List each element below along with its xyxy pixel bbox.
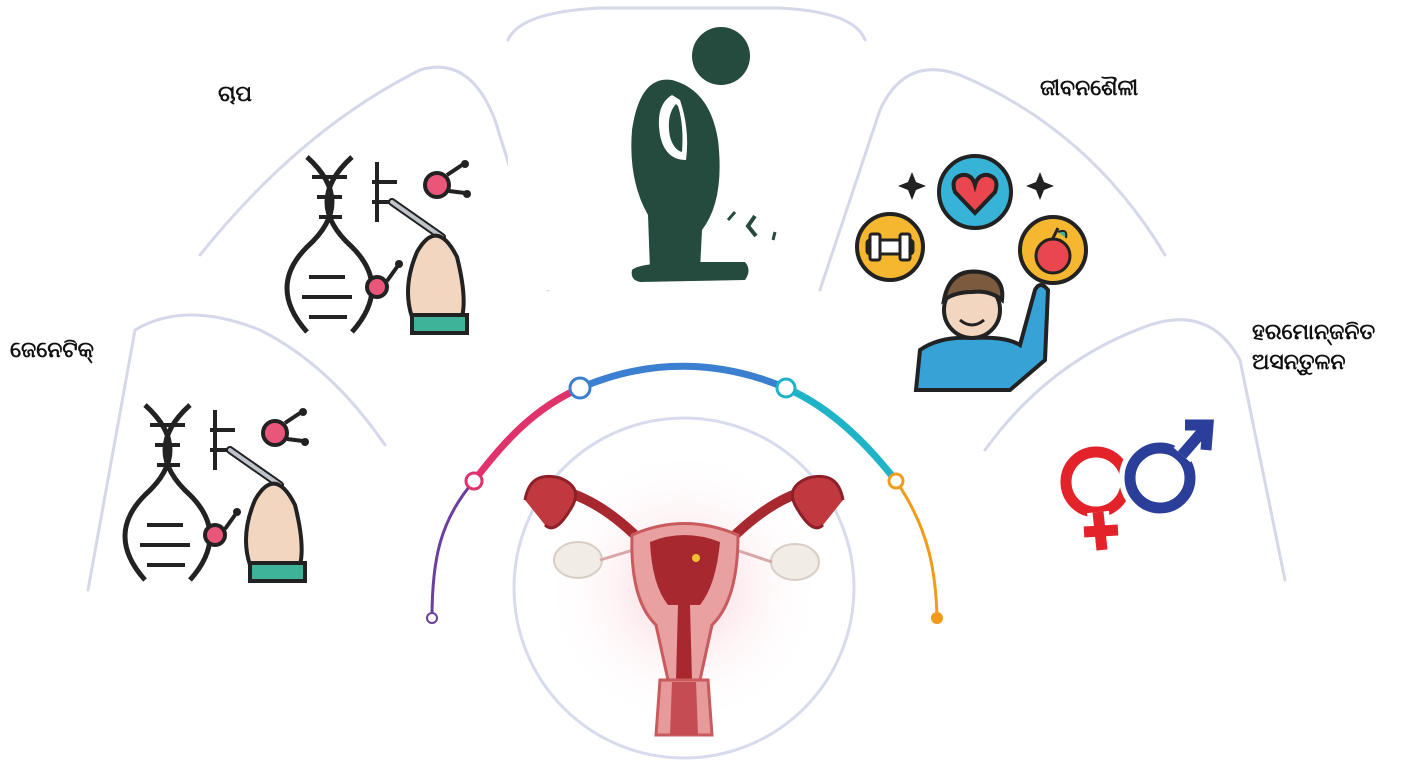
arc-node-start [427,613,437,623]
label-genetic: ଜେନେଟିକ୍ [10,336,94,366]
arc-node-orange [889,474,903,488]
arc-node-teal [777,379,795,397]
label-lifestyle: ଜୀବନଶୈଳୀ [1040,74,1138,104]
label-hormonal-imbalance: ହରମୋନ୍‌ଜନିତ ଅସନ୍ତୁଳନ [1252,318,1375,378]
arc-node-pink [466,473,482,489]
arc-node-end [931,612,943,624]
label-hormonal-line1: ହରମୋନ୍‌ଜନିତ [1252,318,1375,348]
label-stress: ଚାପ [218,80,252,110]
label-hormonal-line2: ଅସନ୍ତୁଳନ [1252,348,1375,378]
arc-node-blue [570,378,590,398]
